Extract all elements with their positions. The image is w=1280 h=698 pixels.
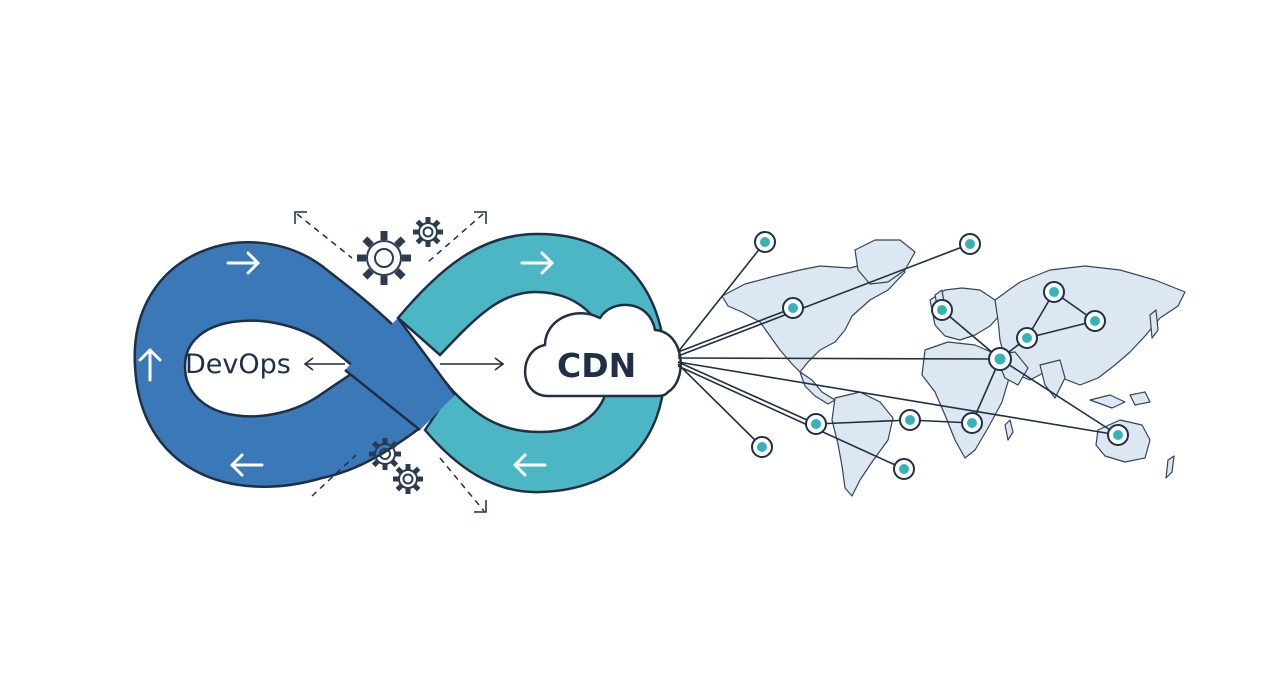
cdn-node [805, 413, 827, 435]
cdn-nodes [751, 231, 1129, 480]
devops-infinity-loop [133, 232, 667, 494]
arrow-head-icon [474, 211, 487, 224]
cdn-node [959, 233, 981, 255]
devops-label: DevOps [185, 349, 291, 380]
crossing-edge-top [396, 317, 457, 396]
cdn-node [893, 458, 915, 480]
crossing-edge-bottom [344, 369, 421, 431]
arrow-right-icon [226, 251, 260, 275]
cdn-node [1107, 424, 1129, 446]
loop-crossing-band [345, 318, 455, 430]
cdn-node [1043, 281, 1065, 303]
gear-icon [413, 217, 443, 247]
cdn-node [988, 347, 1012, 371]
cdn-node [899, 409, 921, 431]
arrow-right-icon [440, 357, 505, 371]
arrow-left-icon [303, 357, 345, 371]
arrow-head-icon [474, 500, 487, 513]
cdn-node [931, 299, 953, 321]
arrow-right-icon [520, 251, 554, 275]
cdn-node [751, 436, 773, 458]
loop-right-lobe [396, 232, 667, 494]
gear-icon [357, 231, 411, 285]
arrow-head-icon [294, 211, 307, 224]
cdn-connections [677, 241, 1119, 470]
cloud-icon [523, 303, 682, 398]
cdn-label: CDN [557, 346, 636, 385]
cdn-node [782, 297, 804, 319]
arrow-left-icon [513, 453, 547, 477]
dashed-flow-arrows [296, 213, 485, 512]
cdn-node [754, 231, 776, 253]
cdn-node [961, 412, 983, 434]
gear-icon [393, 464, 423, 494]
world-map-icon [721, 239, 1186, 497]
arrow-left-icon [230, 453, 264, 477]
cdn-node [1016, 327, 1038, 349]
loop-left-lobe [133, 241, 454, 488]
gear-icon [369, 438, 401, 470]
cdn-node [1084, 310, 1106, 332]
arrow-up-icon [138, 348, 162, 382]
